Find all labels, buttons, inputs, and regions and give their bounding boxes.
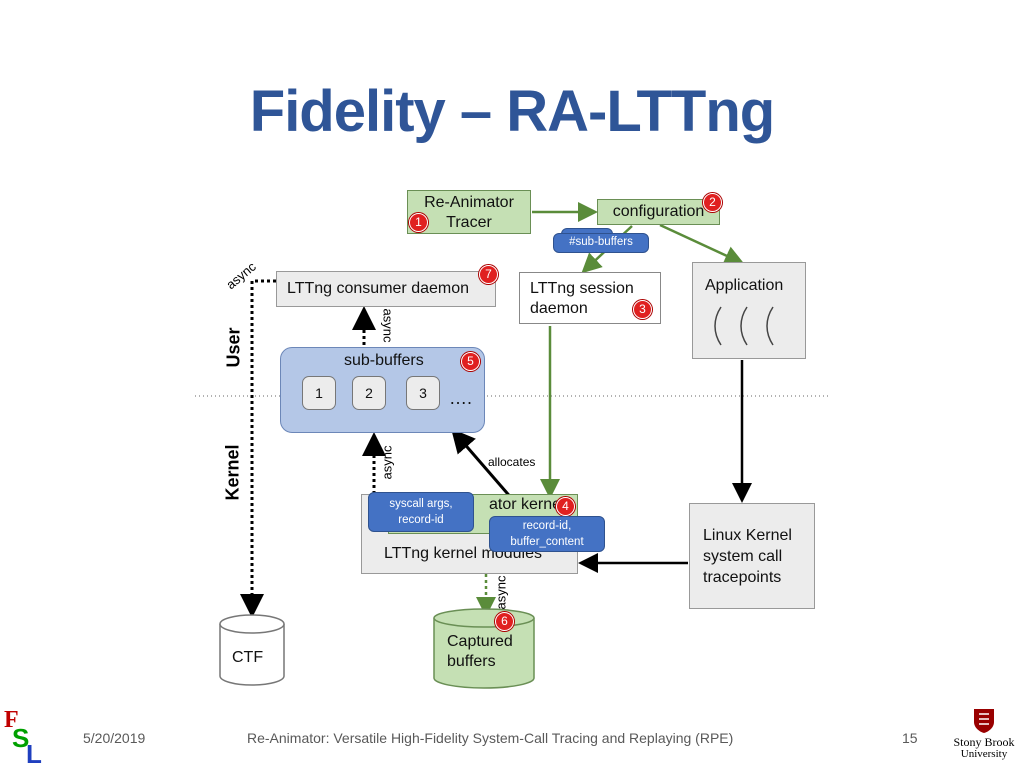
fsl-logo: F S L (4, 707, 48, 769)
async-kernel-label: async (493, 575, 509, 610)
allocates-label: allocates (488, 455, 536, 469)
captured-buffers-label: Captured buffers (447, 632, 513, 672)
ctf-label: CTF (232, 649, 264, 666)
consumer-daemon-label: LTTng consumer daemon (287, 280, 470, 297)
linux-kernel-line3: tracepoints (703, 569, 782, 586)
application-box: Application (692, 262, 806, 359)
stony-brook-logo: Stony Brook University (946, 708, 1022, 766)
stony-brook-line2: University (960, 748, 1008, 760)
captured-line2: buffers (447, 653, 496, 670)
application-label: Application (705, 277, 784, 294)
configuration-label: configuration (612, 203, 705, 220)
sub-buffer-slot: 2 (352, 376, 386, 410)
configuration-box: configuration (597, 199, 720, 225)
arrow-config-app (659, 223, 745, 265)
footer-text: Re-Animator: Versatile High-Fidelity Sys… (247, 730, 734, 746)
sub-buffers-ellipsis: …. (449, 388, 473, 408)
fsl-logo-s: S (12, 723, 30, 753)
record-pill-line1: record-id, (522, 520, 572, 532)
footer-date: 5/20/2019 (83, 730, 146, 746)
linux-kernel-box: Linux Kernel system call tracepoints (689, 503, 815, 609)
slide-title: Fidelity – RA-LTTng (249, 79, 775, 144)
session-daemon-line2: daemon (530, 300, 588, 317)
tracer-line2: Tracer (446, 214, 492, 231)
stony-brook-shield-icon (974, 709, 994, 733)
fsl-logo-f: F (4, 707, 19, 733)
async-low-label: async (379, 445, 395, 480)
tracer-line1: Re-Animator (424, 194, 514, 211)
arrow-async-consumer-ctf (240, 279, 276, 618)
linux-kernel-line2: system call (703, 548, 783, 565)
badge-2: 2 (703, 193, 722, 212)
badge-4: 4 (556, 497, 575, 516)
session-daemon-line1: LTTng session (530, 280, 634, 297)
captured-line1: Captured (447, 633, 513, 650)
sub-buffer-slot: 1 (302, 376, 336, 410)
badge-5: 5 (461, 352, 480, 371)
badge-3: 3 (633, 300, 652, 319)
ctf-cylinder (219, 614, 285, 686)
page-number: 15 (902, 730, 918, 746)
kernel-zone-label: Kernel (222, 444, 243, 501)
consumer-daemon-box: LTTng consumer daemon (276, 271, 496, 307)
stony-brook-line1: Stony Brook (953, 735, 1015, 749)
application-threads-icon (714, 306, 774, 346)
sub-buffer-slot: 3 (406, 376, 440, 410)
record-id-pill: record-id, buffer_content (489, 516, 605, 552)
sub-buffers-label: sub-buffers (344, 352, 424, 369)
fsl-logo-l: L (26, 739, 42, 769)
async-mid-label: async (380, 308, 396, 343)
syscall-pill-line1: syscall args, (389, 498, 453, 510)
re-animator-kernel-partial: ator kernel (489, 496, 565, 513)
sub-buffers-container: sub-buffers 1 2 3 …. (280, 347, 485, 433)
badge-1: 1 (409, 213, 428, 232)
badge-7: 7 (479, 265, 498, 284)
re-animator-tracer-box: Re-Animator Tracer (407, 190, 531, 234)
badge-6: 6 (495, 612, 514, 631)
record-pill-line2: buffer_content (510, 536, 584, 548)
linux-kernel-line1: Linux Kernel (703, 527, 792, 544)
sub-buffers-param-pill: #sub-buffers (553, 233, 649, 253)
user-zone-label: User (223, 327, 244, 368)
syscall-pill-line2: record-id (398, 514, 444, 526)
syscall-args-pill: syscall args, record-id (368, 492, 474, 532)
